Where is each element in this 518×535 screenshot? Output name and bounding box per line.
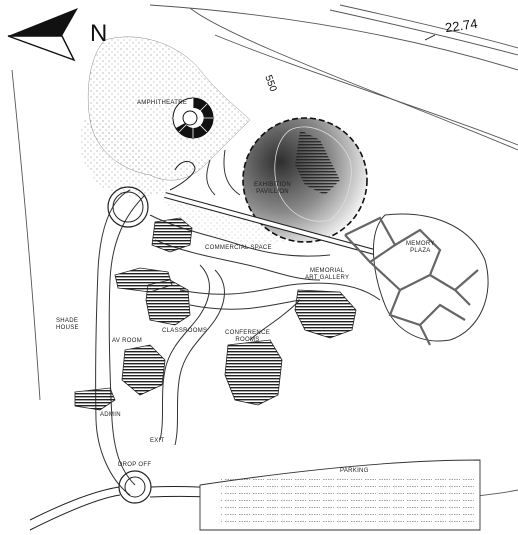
label-classrooms: CLASSROOMS — [162, 328, 208, 334]
exhibition-pavilion-highlight — [242, 117, 368, 243]
memory-plaza — [344, 213, 489, 346]
buildings — [74, 217, 357, 411]
label-av-room: AV ROOM — [112, 338, 142, 344]
label-parking: PARKING — [340, 468, 369, 474]
label-memory-line1: MEMORY — [406, 241, 435, 247]
label-exhibition-pavilion: EXHIBITION PAVILLION — [254, 182, 291, 196]
memorial-art-gallery-building — [294, 289, 357, 339]
admin-building — [74, 387, 116, 411]
label-memory-line2: PLAZA — [410, 248, 431, 254]
av-room-building — [121, 344, 166, 396]
label-admin: ADMIN — [100, 412, 121, 418]
label-conference-line1: CONFERENCE — [225, 330, 271, 336]
label-memorial-art-gallery: MEMORIAL ART GALLERY — [305, 268, 349, 282]
label-shade-house: SHADE HOUSE — [56, 318, 79, 332]
classrooms-building — [145, 279, 191, 326]
label-conference-rooms: CONFERENCE ROOMS — [225, 330, 270, 344]
elevation-tick — [424, 34, 436, 41]
amphitheatre-structure — [172, 97, 214, 139]
parking-lot — [199, 459, 481, 531]
commercial-space-building — [151, 217, 193, 253]
label-amphitheatre: AMPHITHEATRE — [137, 100, 188, 106]
label-exhibition-line2: PAVILLION — [256, 189, 289, 195]
label-exit: EXIT — [150, 438, 165, 444]
conference-rooms-building — [224, 339, 283, 406]
label-drop-off: DROP OFF — [118, 462, 152, 468]
north-letter: N — [90, 20, 108, 47]
label-conference-line2: ROOMS — [235, 337, 260, 343]
label-exhibition-line1: EXHIBITION — [254, 182, 292, 188]
label-commercial-space: COMMERCIAL SPACE — [205, 245, 272, 251]
label-shade-line2: HOUSE — [56, 325, 79, 331]
label-memory-plaza: MEMORY PLAZA — [406, 241, 435, 255]
label-shade-line1: SHADE — [56, 318, 79, 324]
vegetation-area-3 — [165, 200, 300, 245]
vegetation-area-2 — [79, 118, 170, 197]
roundabout-north — [107, 161, 196, 228]
north-arrow-icon — [7, 8, 78, 62]
pathways — [95, 149, 381, 496]
label-memorial-line1: MEMORIAL — [309, 268, 345, 274]
label-memorial-line2: ART GALLERY — [305, 275, 350, 281]
